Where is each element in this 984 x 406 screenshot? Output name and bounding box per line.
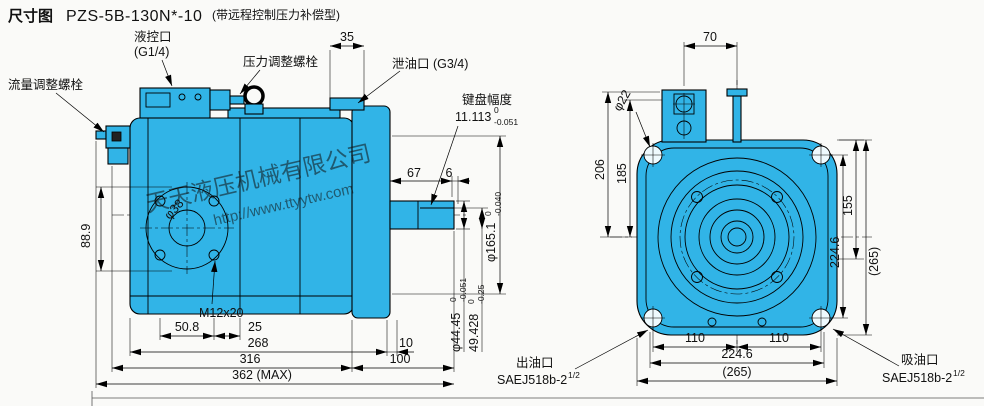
m12-hole xyxy=(208,249,220,261)
dim-pilot-dia: φ165.1 0 -0.040 xyxy=(483,192,503,262)
label-outlet-port: 出油口 xyxy=(516,356,554,370)
title-block: 尺寸图 PZS-5B-130N*-10 (带远程控制压力补偿型) xyxy=(8,7,340,25)
value-key-width: 11.113 xyxy=(455,110,491,124)
center-bores xyxy=(657,157,817,327)
variant-note: (带远程控制压力补偿型) xyxy=(212,7,340,22)
svg-text:φ44.45: φ44.45 xyxy=(449,313,463,352)
label-drain-port: 泄油口 (G3/4) xyxy=(392,57,468,71)
front-flange xyxy=(636,139,838,336)
pressure-screw-bolt xyxy=(229,95,245,105)
label-m12x20: M12x20 xyxy=(199,306,244,320)
dim-6: 6 xyxy=(446,166,453,180)
label-suction-spec: SAEJ518b-2 xyxy=(882,371,952,385)
side-view-dimensions: 35 88.9 67 6 50.8 25 268 10 xyxy=(79,30,506,388)
dim-70: 70 xyxy=(703,30,717,44)
label-pilot-port: 液控口 xyxy=(134,29,172,44)
dim-10: 10 xyxy=(399,336,413,350)
dim-268: 268 xyxy=(248,336,269,350)
svg-text:-0.040: -0.040 xyxy=(493,192,503,216)
side-view xyxy=(95,85,468,319)
top-plate xyxy=(227,107,341,119)
model-number: PZS-5B-130N*-10 xyxy=(66,8,202,25)
front-view-dimensions: 70 φ22 206 185 155 224.6 xyxy=(593,30,881,386)
svg-text:-0.051: -0.051 xyxy=(458,278,468,302)
dim-206: 206 xyxy=(593,159,607,180)
label-pilot-port-thread: (G1/4) xyxy=(134,45,169,59)
dim-110-left: 110 xyxy=(685,331,705,345)
dim-362-max: 362 (MAX) xyxy=(232,368,292,382)
label-suction-port: 吸油口 xyxy=(901,353,939,367)
svg-text:0: 0 xyxy=(483,211,493,216)
label-outlet-spec: SAEJ518b-2 xyxy=(497,373,567,387)
dim-224-6-bottom: 224.6 xyxy=(721,347,752,361)
dim-shaft-dia: φ44.45 0 -0.051 xyxy=(448,278,468,352)
svg-text:0: 0 xyxy=(466,299,476,304)
dim-224-6-right: 224.6 xyxy=(828,237,842,268)
svg-text:49.428: 49.428 xyxy=(467,314,481,352)
dim-265-right: (265) xyxy=(867,247,881,276)
dim-key-height: 49.428 0 -0.25 xyxy=(466,284,486,352)
flow-screw-bolt xyxy=(95,130,107,140)
svg-text:0: 0 xyxy=(494,105,499,115)
dim-50-8: 50.8 xyxy=(175,320,199,334)
label-key-width: 键盘幅度 xyxy=(462,92,513,107)
front-view xyxy=(610,80,872,348)
shaft xyxy=(389,200,455,230)
pilot-valve-block xyxy=(139,87,211,119)
label-flow-screw: 流量调整螺栓 xyxy=(8,77,84,92)
dim-25: 25 xyxy=(248,320,262,334)
dim-316: 316 xyxy=(240,352,261,366)
port-callouts: 出油口 SAEJ518b-2 1/2 吸油口 SAEJ518b-2 1/2 xyxy=(497,328,965,387)
pressure-screw-block xyxy=(209,89,231,111)
dim-110-right: 110 xyxy=(769,331,789,345)
front-valve-block xyxy=(661,88,748,143)
svg-text:1/2: 1/2 xyxy=(568,370,580,380)
page-title: 尺寸图 xyxy=(8,7,53,25)
dim-265-bottom: (265) xyxy=(722,365,751,379)
eyebolt-icon xyxy=(243,85,265,107)
svg-text:-0.051: -0.051 xyxy=(494,117,518,127)
sheet-border xyxy=(91,391,984,406)
svg-text:1/2: 1/2 xyxy=(953,368,965,378)
svg-text:0: 0 xyxy=(448,297,458,302)
dim-100: 100 xyxy=(390,352,411,366)
dim-88-9: 88.9 xyxy=(79,224,93,248)
label-pressure-screw: 压力调整螺栓 xyxy=(243,54,319,69)
drain-boss xyxy=(329,97,365,111)
dim-185: 185 xyxy=(615,163,629,184)
dim-67: 67 xyxy=(407,166,421,180)
svg-text:φ165.1: φ165.1 xyxy=(484,223,498,262)
mounting-flange xyxy=(351,105,391,319)
bolt-holes xyxy=(641,143,833,330)
remote-control-stem xyxy=(732,95,742,143)
dim-35: 35 xyxy=(340,30,354,44)
